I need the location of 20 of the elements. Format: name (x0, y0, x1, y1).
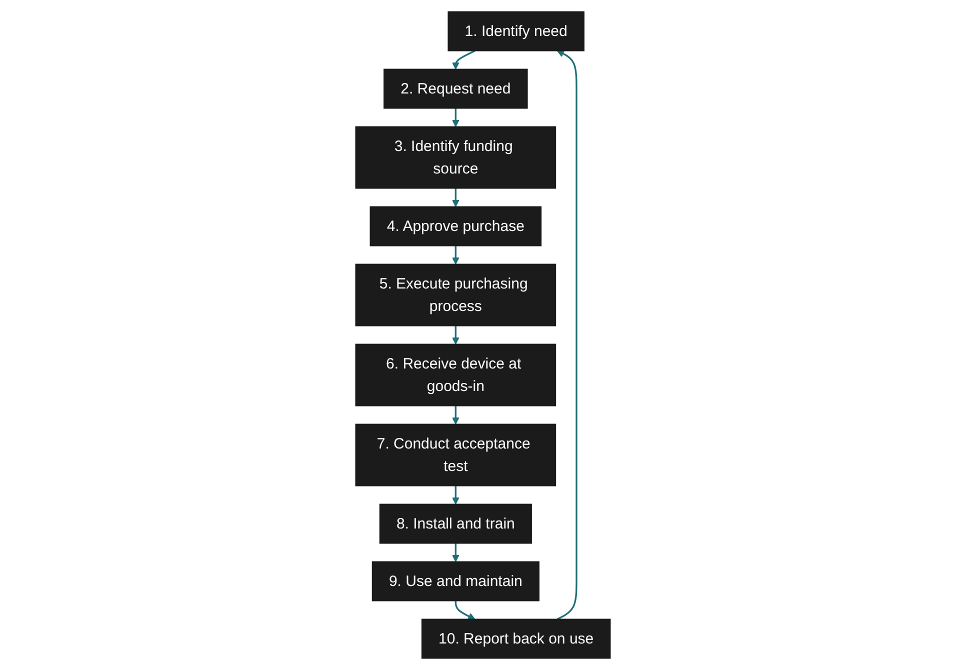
arrow (556, 50, 577, 620)
arrow (452, 246, 459, 264)
arrow (452, 486, 459, 504)
node-box: 5. Execute purchasing process (354, 264, 556, 326)
node-box: 1. Identify need (447, 11, 584, 52)
node-box: 2. Request need (383, 68, 528, 109)
arrow (452, 50, 475, 70)
arrow (452, 543, 459, 562)
arrow (452, 108, 459, 127)
node-box: 7. Conduct acceptance test (354, 424, 556, 486)
node-box: 8. Install and train (378, 504, 532, 544)
arrow (454, 600, 475, 620)
node-box: 6. Receive device at goods-in (354, 344, 556, 406)
node-box: 10. Report back on use (420, 618, 610, 659)
node-box: 9. Use and maintain (371, 561, 539, 602)
arrow (452, 188, 459, 207)
arrow (452, 326, 459, 344)
node-box: 3. Identify funding source (354, 126, 556, 189)
node-box: 4. Approve purchase (369, 206, 542, 246)
arrow (452, 406, 459, 424)
